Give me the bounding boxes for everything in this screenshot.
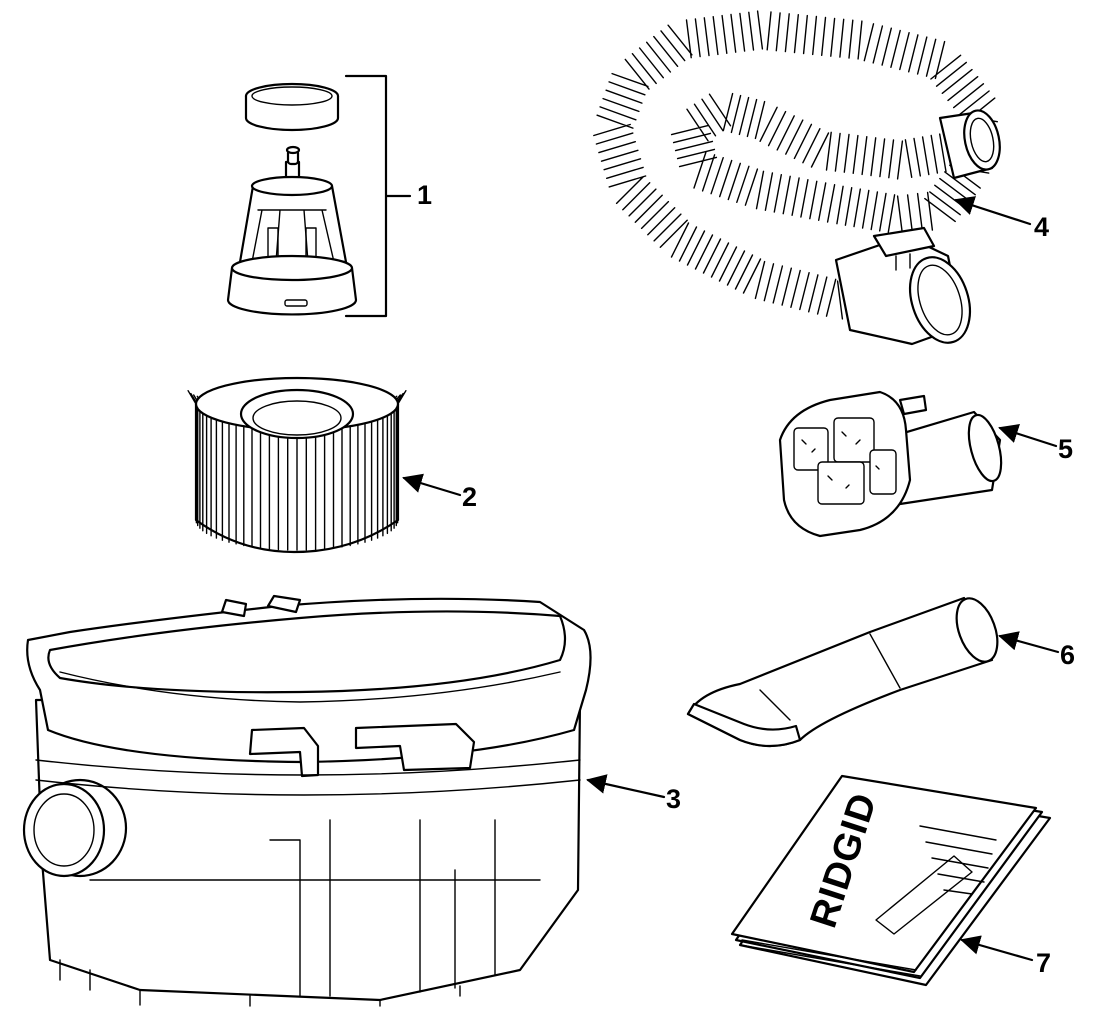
callout-5: 5 <box>1058 434 1073 464</box>
part-6-crevice-nozzle <box>686 596 999 748</box>
callout-2: 2 <box>462 482 477 512</box>
hose-end-cuff <box>938 109 1001 180</box>
part-4-hose <box>593 10 1001 346</box>
leader-6 <box>998 631 1060 654</box>
part-7-manual: RIDGID <box>730 774 1052 987</box>
callout-7: 7 <box>1036 948 1051 978</box>
part-1-bracket <box>344 74 412 318</box>
part-5-brush-nozzle <box>778 390 1003 538</box>
callout-6: 6 <box>1060 640 1075 670</box>
leader-3 <box>586 774 666 799</box>
part-1-filter-cage <box>226 74 412 318</box>
callout-numbers: 1 2 3 4 5 6 7 <box>417 180 1075 978</box>
retaining-ring <box>244 82 340 132</box>
callout-1: 1 <box>417 180 432 210</box>
leader-5 <box>998 424 1058 448</box>
leader-4 <box>954 196 1032 226</box>
part-2-pleated-filter <box>187 376 407 554</box>
callout-3: 3 <box>666 784 681 814</box>
leader-7 <box>960 935 1034 962</box>
part-3-drum <box>22 594 592 1007</box>
callout-4: 4 <box>1034 212 1049 242</box>
filter-cage <box>226 145 358 316</box>
drum-inlet-port <box>22 778 128 878</box>
leader-2 <box>402 473 462 497</box>
nozzle-filter-panels <box>793 417 897 505</box>
hose-locking-cuff <box>834 226 971 346</box>
callout-leaders <box>402 196 1060 962</box>
